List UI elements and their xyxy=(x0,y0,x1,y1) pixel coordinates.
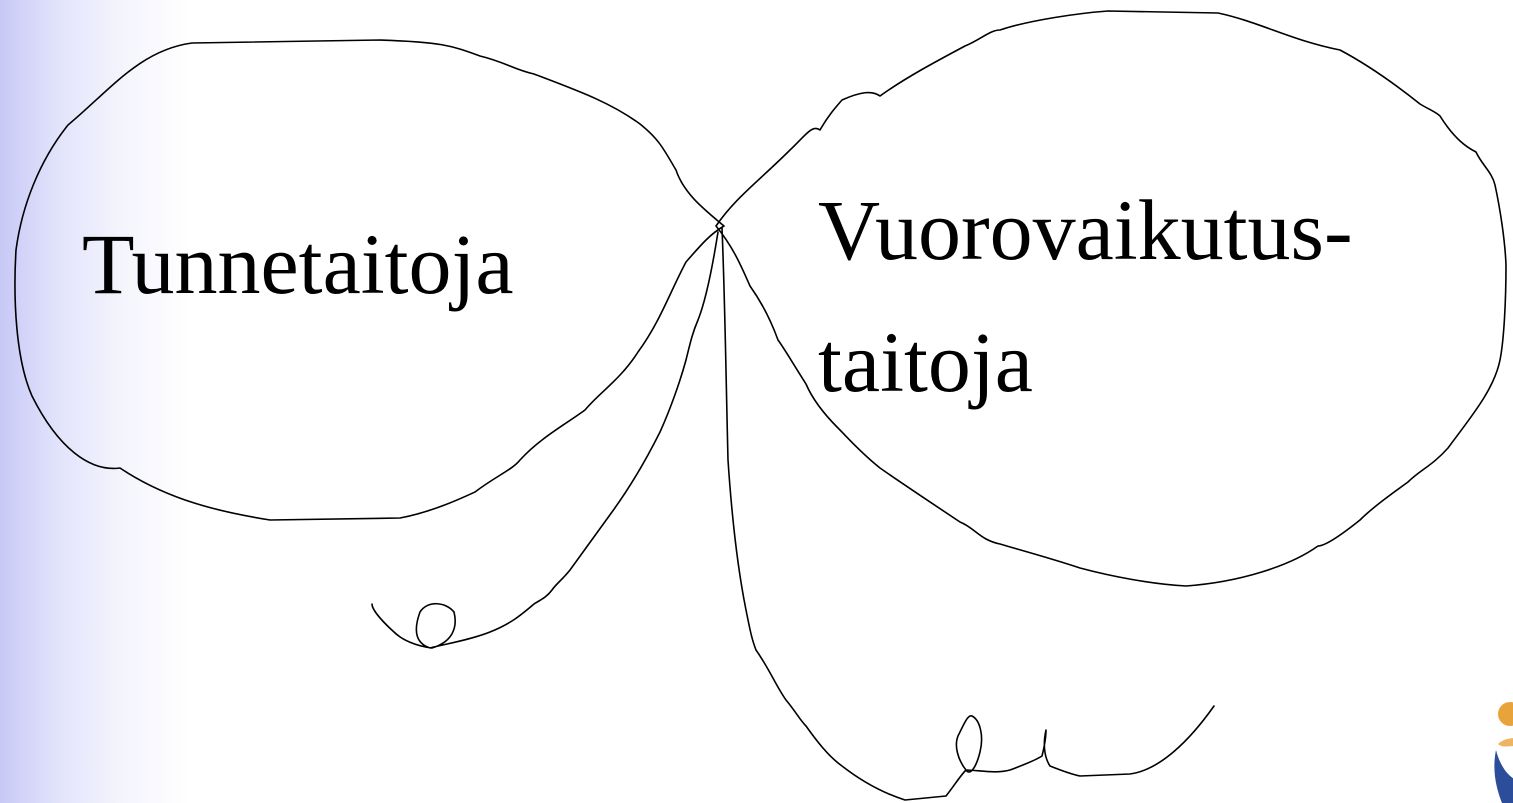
left-bubble-tail xyxy=(371,231,719,649)
right-bubble-label-line1: Vuorovaikutus- xyxy=(818,182,1353,278)
left-bubble-label: Tunnetaitoja xyxy=(82,216,514,312)
sun-logo-icon xyxy=(1486,688,1513,803)
right-bubble-label-line2: taitoja xyxy=(818,314,1033,410)
left-bubble-outline xyxy=(14,39,725,521)
right-bubble-label: Vuorovaikutus- taitoja xyxy=(818,164,1353,428)
right-bubble-tail xyxy=(721,227,1215,801)
right-bubble-outline xyxy=(715,10,1507,587)
